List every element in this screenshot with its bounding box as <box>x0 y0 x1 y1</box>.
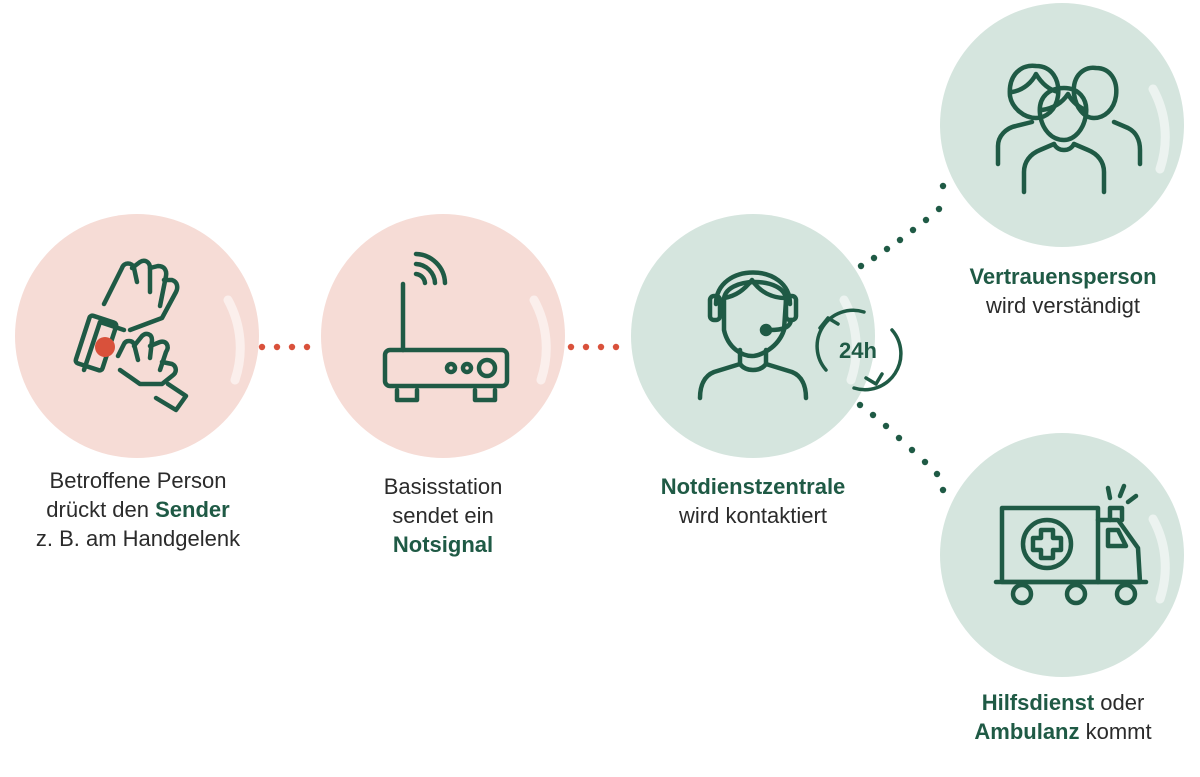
connector-2-3 <box>567 343 620 351</box>
step-2-line-2: sendet ein <box>392 503 494 528</box>
step-5-line-1: Hilfsdienst oder <box>981 690 1145 715</box>
step-3-line-1: Notdienstzentrale <box>630 472 876 501</box>
connector-1-2 <box>258 343 311 351</box>
notsignal-highlight: Notsignal <box>392 532 494 557</box>
step-5-circle <box>940 433 1184 677</box>
step-2-line-3: Notsignal <box>343 530 543 559</box>
step-4-caption: Vertrauensperson wird verständigt <box>946 262 1180 320</box>
step-5-caption: Hilfsdienst oder Ambulanz kommt <box>946 688 1180 746</box>
step-1-line-1: Betroffene Person <box>49 468 227 493</box>
step-5-line-2: Ambulanz kommt <box>974 719 1152 744</box>
vertrauensperson-highlight: Vertrauensperson <box>969 264 1157 289</box>
step-3-circle <box>631 214 875 458</box>
step-1-circle <box>15 214 259 458</box>
step-1-line-2: drückt den Sender <box>46 497 230 522</box>
notdienstzentrale-highlight: Notdienstzentrale <box>660 474 846 499</box>
step-3-caption: Notdienstzentrale wird kontaktiert <box>630 472 876 530</box>
router-icon <box>382 251 510 403</box>
connector-3-4 <box>857 182 947 270</box>
step-3-line-2: wird kontaktiert <box>679 503 827 528</box>
step-4-line-1: Vertrauensperson <box>946 262 1180 291</box>
step-1-line-3: z. B. am Handgelenk <box>35 526 241 551</box>
step-2-circle <box>321 214 565 458</box>
step-2-line-1: Basisstation <box>383 474 503 499</box>
headset-operator-icon <box>697 270 809 401</box>
ambulanz-highlight: Ambulanz <box>974 719 1080 744</box>
wrist-sender-icon <box>73 258 189 413</box>
hilfsdienst-highlight: Hilfsdienst <box>981 690 1095 715</box>
ambulance-icon <box>993 483 1149 606</box>
step-1-caption: Betroffene Person drückt den Sender z. B… <box>22 466 254 553</box>
24h-cycle-icon <box>815 308 903 392</box>
step-4-line-2: wird verständigt <box>985 293 1141 318</box>
sender-highlight: Sender <box>155 497 230 522</box>
24h-badge: 24h <box>839 338 877 363</box>
step-2-caption: Basisstation sendet ein Notsignal <box>343 472 543 559</box>
connector-3-5 <box>856 401 947 494</box>
step-4-circle <box>940 3 1184 247</box>
group-people-icon <box>995 63 1143 195</box>
